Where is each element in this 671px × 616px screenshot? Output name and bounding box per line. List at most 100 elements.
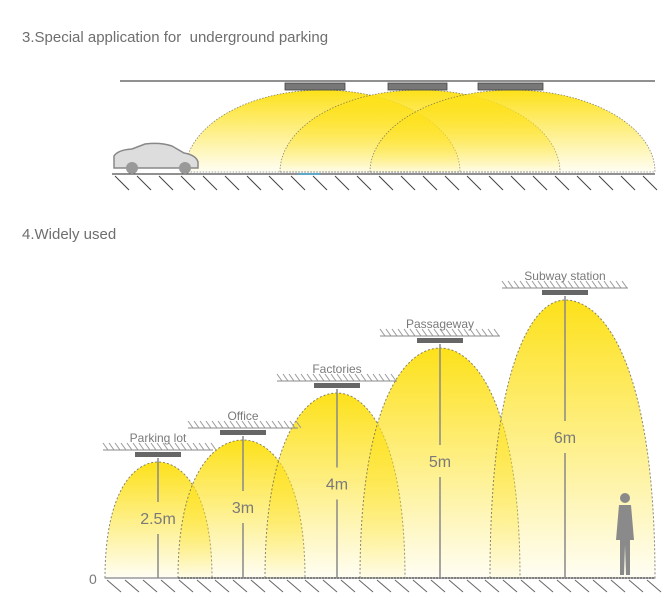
hatch [290,175,306,191]
ceiling-hatch [585,280,592,289]
ceiling-hatch [247,420,254,429]
ceiling-hatch [277,420,284,429]
ceiling-hatch [229,420,236,429]
ceiling-hatch [288,373,295,382]
light-beam [489,299,656,579]
application-label: Office [227,409,258,423]
ceiling-hatch [591,280,598,289]
hatch [628,579,644,593]
parking-scene [112,80,658,191]
hatch [196,579,212,593]
hatch [334,175,350,191]
ceiling-hatch [132,442,139,451]
car-icon [113,142,199,174]
ceiling-hatch [451,328,458,337]
hatch [286,579,302,593]
ceiling-hatch [513,280,520,289]
ceiling-hatch [573,280,580,289]
hatch [532,175,548,191]
hatch [180,175,196,191]
ceiling-hatch [318,373,325,382]
person-head [620,493,630,503]
hatch [466,175,482,191]
hatch [312,175,328,191]
wheel [179,162,191,174]
car-body [113,142,199,169]
lamp [417,338,463,343]
ceiling-hatch [409,328,416,337]
ceiling-hatch [525,280,532,289]
ceiling-hatch [354,373,361,382]
ceiling-hatch [621,280,628,289]
ceiling-hatch [433,328,440,337]
ceiling-hatch [114,442,121,451]
hatch [268,175,284,191]
height-label: 2.5m [140,511,176,528]
hatch [422,175,438,191]
ceiling-hatch [390,373,397,382]
ceiling-hatch [102,442,109,451]
ceiling-hatch [265,420,272,429]
hatch [576,175,592,191]
ceiling-hatch [507,280,514,289]
ceiling-hatch [360,373,367,382]
ceiling-hatch [537,280,544,289]
ceiling-hatch [385,328,392,337]
hatch [178,579,194,593]
hatch [466,579,482,593]
ceiling-hatch [609,280,616,289]
ceiling-hatch [138,442,145,451]
section4-title: 4.Widely used [22,226,117,243]
hatch [106,579,122,593]
application-label: Factories [312,362,361,376]
ceiling-hatch [372,373,379,382]
ceiling-hatch [312,373,319,382]
hatch [114,175,130,191]
ceiling-hatch [403,328,410,337]
lamp [220,430,266,435]
hatch [620,175,636,191]
hatch [488,175,504,191]
ceiling-hatch [384,373,391,382]
ceiling-hatch [156,442,163,451]
ceiling-hatch [391,328,398,337]
hatch [202,175,218,191]
hatch [610,579,626,593]
ceiling-hatch [481,328,488,337]
hatch [136,175,152,191]
hatch [268,579,284,593]
ceiling-hatch [259,420,266,429]
ceiling-hatch [567,280,574,289]
ceiling-hatch [615,280,622,289]
ceiling-hatch [445,328,452,337]
height-label: 4m [326,477,348,494]
height-label: 3m [232,500,254,517]
ceiling-hatch [271,420,278,429]
hatch [510,175,526,191]
hatch [250,579,266,593]
ceiling-hatch [421,328,428,337]
ceiling-hatch [300,373,307,382]
ceiling-hatch [427,328,434,337]
hatch [322,579,338,593]
ceiling-hatch [180,442,187,451]
ceiling-hatch [282,373,289,382]
ceiling-hatch [283,420,290,429]
ceiling-hatch [186,442,193,451]
ceiling-hatch [366,373,373,382]
hatch [484,579,500,593]
ceiling-hatch [543,280,550,289]
ceiling-hatch [531,280,538,289]
hatch [574,579,590,593]
ceiling-hatch [199,420,206,429]
ceiling-hatch [475,328,482,337]
hatch [394,579,410,593]
ceiling-hatch [187,420,194,429]
ceiling-hatch [330,373,337,382]
ceiling-hatch [519,280,526,289]
hatch [124,579,140,593]
ceiling-hatch [204,442,211,451]
ceiling-hatch [276,373,283,382]
